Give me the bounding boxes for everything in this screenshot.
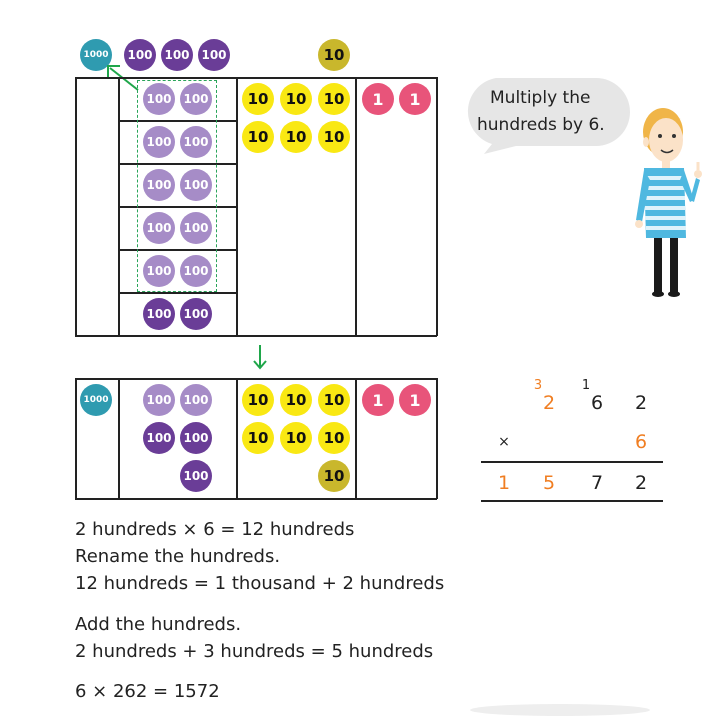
hundred-counter: 100 bbox=[143, 298, 175, 330]
ten-counter: 10 bbox=[242, 422, 274, 454]
hundred-counter: 100 bbox=[124, 39, 156, 71]
speech-line-1: Multiply the bbox=[490, 88, 591, 108]
speech-line-2: hundreds by 6. bbox=[477, 115, 605, 135]
thousand-counter: 1000 bbox=[80, 384, 112, 416]
digit-hundreds: 2 bbox=[542, 392, 556, 414]
hundred-counter: 100 bbox=[161, 39, 193, 71]
one-counter: 1 bbox=[399, 83, 431, 115]
one-counter: 1 bbox=[362, 83, 394, 115]
result-thousands: 1 bbox=[497, 472, 511, 494]
ten-counter: 10 bbox=[318, 83, 350, 115]
ten-counter: 10 bbox=[318, 384, 350, 416]
ten-counter: 10 bbox=[318, 460, 350, 492]
hundred-counter: 100 bbox=[180, 212, 212, 244]
digit-ones: 2 bbox=[634, 392, 648, 414]
one-counter: 1 bbox=[362, 384, 394, 416]
boy-character bbox=[635, 108, 702, 297]
hundred-counter: 100 bbox=[143, 126, 175, 158]
digit-tens: 6 bbox=[590, 392, 604, 414]
ten-counter: 10 bbox=[242, 384, 274, 416]
ten-counter: 10 bbox=[280, 121, 312, 153]
text-line-4: Add the hundreds. bbox=[75, 614, 242, 635]
down-arrow-icon bbox=[253, 345, 267, 370]
hundred-counter: 100 bbox=[143, 169, 175, 201]
text-line-1: 2 hundreds × 6 = 12 hundreds bbox=[75, 519, 355, 540]
ten-counter: 10 bbox=[318, 121, 350, 153]
result-tens: 7 bbox=[590, 472, 604, 494]
times-sign: × bbox=[498, 434, 510, 450]
hundred-counter: 100 bbox=[180, 169, 212, 201]
hundred-counter: 100 bbox=[143, 384, 175, 416]
text-line-2: Rename the hundreds. bbox=[75, 546, 281, 567]
speech-bubble bbox=[467, 78, 630, 154]
result-ones: 2 bbox=[634, 472, 648, 494]
ten-counter: 10 bbox=[318, 39, 350, 71]
ten-counter: 10 bbox=[280, 384, 312, 416]
hundred-counter: 100 bbox=[143, 422, 175, 454]
bottom-shadow bbox=[470, 704, 650, 716]
carry-hundreds: 3 bbox=[533, 378, 543, 393]
text-line-5: 2 hundreds + 3 hundreds = 5 hundreds bbox=[75, 641, 434, 662]
ten-counter: 10 bbox=[318, 422, 350, 454]
hundred-counter: 100 bbox=[180, 83, 212, 115]
hundred-counter: 100 bbox=[143, 255, 175, 287]
hundred-counter: 100 bbox=[180, 460, 212, 492]
hundred-counter: 100 bbox=[143, 212, 175, 244]
ten-counter: 10 bbox=[280, 83, 312, 115]
regroup-arrow bbox=[107, 65, 139, 91]
thousand-counter: 1000 bbox=[80, 39, 112, 71]
carry-tens: 1 bbox=[581, 378, 591, 393]
text-line-6: 6 × 262 = 1572 bbox=[75, 681, 220, 702]
result-hundreds: 5 bbox=[542, 472, 556, 494]
regroup-selection bbox=[137, 80, 217, 292]
hundred-counter: 100 bbox=[198, 39, 230, 71]
hundred-counter: 100 bbox=[180, 126, 212, 158]
ten-counter: 10 bbox=[280, 422, 312, 454]
multiplier: 6 bbox=[634, 431, 648, 453]
hundred-counter: 100 bbox=[180, 422, 212, 454]
ten-counter: 10 bbox=[242, 83, 274, 115]
one-counter: 1 bbox=[399, 384, 431, 416]
hundred-counter: 100 bbox=[180, 298, 212, 330]
hundred-counter: 100 bbox=[143, 83, 175, 115]
hundred-counter: 100 bbox=[180, 255, 212, 287]
hundred-counter: 100 bbox=[180, 384, 212, 416]
text-line-3: 12 hundreds = 1 thousand + 2 hundreds bbox=[75, 573, 445, 594]
ten-counter: 10 bbox=[242, 121, 274, 153]
